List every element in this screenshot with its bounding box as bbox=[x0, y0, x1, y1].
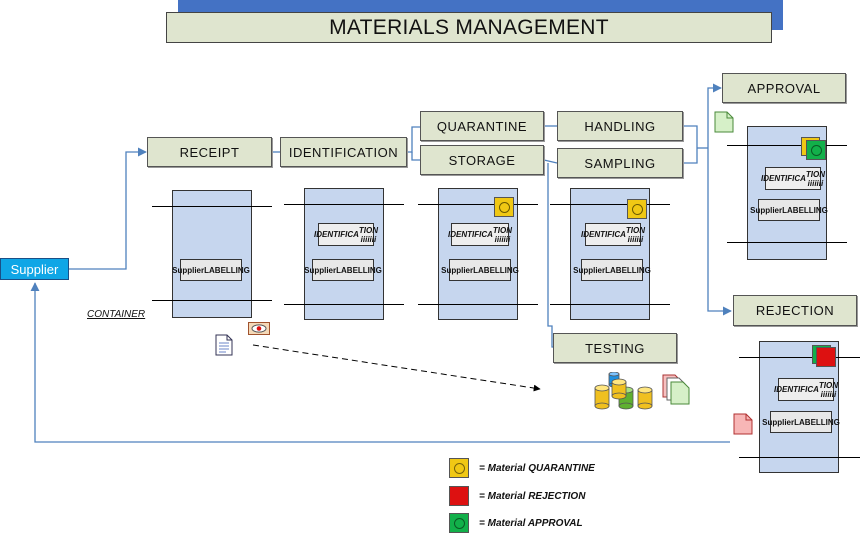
legend-approval-text: = Material APPROVAL bbox=[479, 517, 583, 529]
legend-rejection: = Material REJECTION bbox=[449, 486, 585, 506]
quarantine-legend-icon bbox=[449, 458, 469, 478]
container-receipt bbox=[172, 190, 252, 318]
step-storage[interactable]: STORAGE bbox=[420, 145, 544, 175]
tag-line-2: TION iiiiiii bbox=[818, 380, 838, 399]
container-label: CONTAINER bbox=[87, 309, 146, 320]
sample-drums-icon bbox=[594, 372, 653, 410]
tag-line-1: IDENTIFICA bbox=[581, 230, 626, 239]
tag-line-2: TION iiiiiii bbox=[805, 169, 825, 188]
rejection-status-icon bbox=[816, 347, 836, 367]
tag-line-2: LABELLING bbox=[794, 417, 840, 427]
tag-line-1: Supplier bbox=[441, 265, 474, 275]
tag-line-2: LABELLING bbox=[336, 265, 382, 275]
tag-line-1: Supplier bbox=[304, 265, 337, 275]
tag-line-2: TION iiiiiii bbox=[492, 225, 512, 244]
container-approved-top-line bbox=[727, 145, 847, 146]
tag-line-1: Supplier bbox=[762, 417, 795, 427]
test-documents-icon bbox=[662, 374, 690, 405]
tag-line-1: Supplier bbox=[172, 265, 205, 275]
legend-approval: = Material APPROVAL bbox=[449, 513, 583, 533]
rejection-legend-icon bbox=[449, 486, 469, 506]
tag-line-2: LABELLING bbox=[204, 265, 250, 275]
tag-line-1: IDENTIFICA bbox=[448, 230, 493, 239]
tag-line-2: LABELLING bbox=[473, 265, 519, 275]
container-identification-top-line bbox=[284, 204, 404, 205]
approval-legend-icon bbox=[449, 513, 469, 533]
tag-line-1: IDENTIFICA bbox=[774, 385, 819, 394]
step-receipt[interactable]: RECEIPT bbox=[147, 137, 272, 167]
legend-rejection-text: = Material REJECTION bbox=[479, 490, 586, 502]
page-title: MATERIALS MANAGEMENT bbox=[166, 12, 772, 43]
container-identification-bottom-line bbox=[284, 304, 404, 305]
container-receipt-top-line bbox=[152, 206, 272, 207]
container-sampling-top-line bbox=[550, 204, 670, 205]
step-sampling[interactable]: SAMPLING bbox=[557, 148, 683, 178]
container-rejected-bottom-line bbox=[739, 457, 860, 458]
tag-line-1: Supplier bbox=[750, 205, 783, 215]
legend-quarantine: = Material QUARANTINE bbox=[449, 458, 595, 478]
tag-line-2: LABELLING bbox=[605, 265, 651, 275]
tag-line-1: IDENTIFICA bbox=[761, 174, 806, 183]
quarantine-status-icon bbox=[627, 199, 647, 219]
container-approved-bottom-line bbox=[727, 242, 847, 243]
tag-line-1: Supplier bbox=[573, 265, 606, 275]
tag-line-1: IDENTIFICA bbox=[314, 230, 359, 239]
container-receipt-bottom-line bbox=[152, 300, 272, 301]
container-identification bbox=[304, 188, 384, 320]
document-icon bbox=[215, 334, 233, 356]
step-testing[interactable]: TESTING bbox=[553, 333, 677, 363]
container-sampling-bottom-line bbox=[550, 304, 670, 305]
legend-quarantine-text: = Material QUARANTINE bbox=[479, 462, 595, 474]
step-handling[interactable]: HANDLING bbox=[557, 111, 683, 141]
tag-line-2: TION iiiiiii bbox=[625, 225, 645, 244]
supplier-box[interactable]: Supplier bbox=[0, 258, 69, 280]
inspection-eye-icon bbox=[248, 322, 270, 335]
container-rejected-top-line bbox=[739, 357, 860, 358]
step-rejection[interactable]: REJECTION bbox=[733, 295, 857, 326]
tag-line-2: LABELLING bbox=[782, 205, 828, 215]
tag-line-2: TION iiiiiii bbox=[358, 225, 378, 244]
step-approval[interactable]: APPROVAL bbox=[722, 73, 846, 103]
step-identification[interactable]: IDENTIFICATION bbox=[280, 137, 407, 167]
container-storage-bottom-line bbox=[418, 304, 538, 305]
approval-document-icon bbox=[714, 111, 734, 133]
quarantine-status-icon bbox=[494, 197, 514, 217]
approval-status-icon bbox=[806, 140, 826, 160]
step-quarantine[interactable]: QUARANTINE bbox=[420, 111, 544, 141]
rejection-document-icon bbox=[733, 413, 753, 435]
container-storage-top-line bbox=[418, 204, 538, 205]
